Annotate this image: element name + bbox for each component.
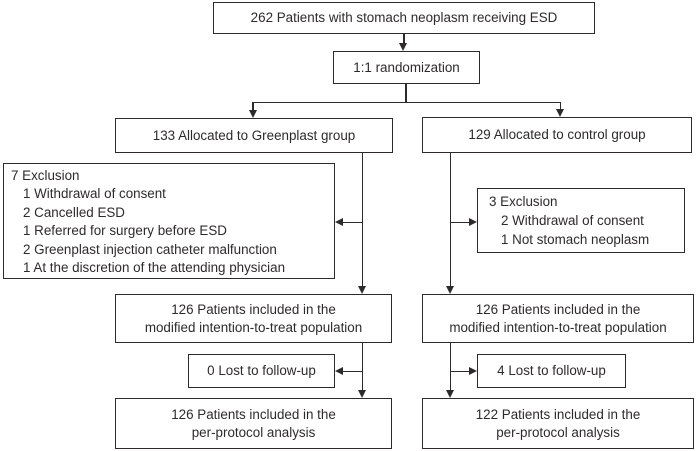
greenplast-lost-label: 0 Lost to follow-up <box>207 363 316 378</box>
arrowhead-down-icon <box>399 43 407 51</box>
arrowhead-down-icon <box>446 286 454 294</box>
randomization-box: 1:1 randomization <box>333 51 480 84</box>
greenplast-mitt-box: 126 Patients included in the modified in… <box>115 294 392 343</box>
connector-control-exclusion <box>450 221 470 223</box>
control-exclusion-item: 1 Not stomach neoplasm <box>501 232 650 247</box>
greenplast-exclusion-item: 1 Withdrawal of consent <box>23 186 166 202</box>
control-pp-box: 122 Patients included in the per-protoco… <box>422 398 694 449</box>
connector-split-greenplast <box>252 101 254 111</box>
greenplast-exclusion-item: 2 Cancelled ESD <box>23 204 125 220</box>
greenplast-pp-line1: 126 Patients included in the <box>171 406 336 422</box>
greenplast-exclusion-item: 1 Referred for surgery before ESD <box>23 223 227 239</box>
arrowhead-left-icon <box>335 217 343 226</box>
control-lost-label: 4 Lost to follow-up <box>497 363 606 378</box>
enrollment-box: 262 Patients with stomach neoplasm recei… <box>213 2 595 34</box>
greenplast-exclusion-item: 1 At the discretion of the attending phy… <box>23 260 286 276</box>
greenplast-allocation-label: 133 Allocated to Greenplast group <box>152 127 356 143</box>
greenplast-lost-box: 0 Lost to follow-up <box>188 354 335 388</box>
connector-randomization-split <box>405 84 407 103</box>
greenplast-mitt-line1: 126 Patients included in the <box>171 301 336 317</box>
greenplast-pp-line2: per-protocol analysis <box>191 424 316 440</box>
control-exclusion-box: 3 Exclusion 2 Withdrawal of consent 1 No… <box>477 188 685 253</box>
connector-greenplast-exclusion <box>342 221 363 223</box>
greenplast-exclusion-item: 2 Greenplast injection catheter malfunct… <box>23 241 277 257</box>
arrowhead-down-icon <box>248 110 257 118</box>
arrowhead-down-icon <box>446 390 454 398</box>
arrowhead-right-icon <box>469 217 477 226</box>
control-allocation-box: 129 Allocated to control group <box>422 117 692 153</box>
randomization-label: 1:1 randomization <box>353 59 460 75</box>
control-pp-line2: per-protocol analysis <box>496 424 620 440</box>
control-mitt-line2: modified intention-to-treat population <box>449 319 667 335</box>
greenplast-exclusion-header: 7 Exclusion <box>11 168 80 183</box>
greenplast-mitt-line2: modified intention-to-treat population <box>144 319 363 335</box>
arrowhead-right-icon <box>469 366 477 375</box>
connector-enrollment-randomization <box>403 34 405 44</box>
greenplast-allocation-box: 133 Allocated to Greenplast group <box>115 118 393 153</box>
connector-split-bar <box>252 101 561 103</box>
control-mitt-line1: 126 Patients included in the <box>475 301 641 317</box>
arrowhead-down-icon <box>358 286 366 294</box>
connector-greenplast-mitt-pp <box>361 343 363 390</box>
greenplast-pp-box: 126 Patients included in the per-protoco… <box>115 398 392 449</box>
connector-control-mitt-pp <box>449 343 451 390</box>
enrollment-label: 262 Patients with stomach neoplasm recei… <box>250 10 558 25</box>
connector-control-allocation-mitt <box>449 153 451 287</box>
arrowhead-left-icon <box>335 366 343 375</box>
connector-split-control <box>559 101 561 111</box>
greenplast-exclusion-box: 7 Exclusion 1 Withdrawal of consent 2 Ca… <box>3 163 335 279</box>
arrowhead-down-icon <box>556 109 564 117</box>
connector-control-lost <box>450 370 470 372</box>
control-exclusion-header: 3 Exclusion <box>489 194 558 209</box>
control-pp-line1: 122 Patients included in the <box>475 406 641 422</box>
control-lost-box: 4 Lost to follow-up <box>477 354 626 388</box>
connector-greenplast-allocation-mitt <box>361 153 363 287</box>
arrowhead-down-icon <box>358 390 366 398</box>
connector-greenplast-lost <box>342 370 363 372</box>
control-allocation-label: 129 Allocated to control group <box>468 127 646 142</box>
control-mitt-box: 126 Patients included in the modified in… <box>422 294 694 343</box>
control-exclusion-item: 2 Withdrawal of consent <box>501 213 644 228</box>
